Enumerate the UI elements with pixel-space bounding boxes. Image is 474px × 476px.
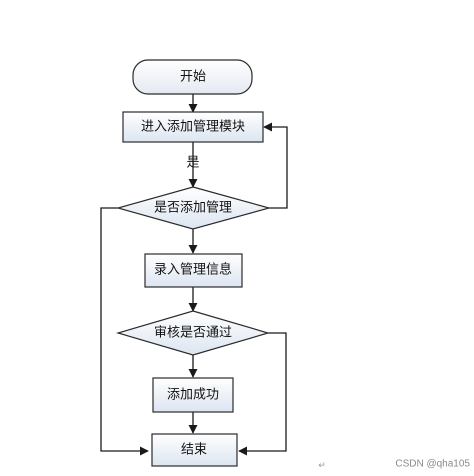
edge-label-yes: 是	[186, 156, 199, 171]
watermark-text: CSDN @qha105	[395, 459, 470, 470]
decision-review-label: 审核是否通过	[154, 326, 232, 341]
enter-module-node: 进入添加管理模块	[122, 111, 264, 143]
edge-decision-add-no-to-end	[100, 207, 149, 456]
add-success-node: 添加成功	[152, 377, 234, 413]
enter-module-label: 进入添加管理模块	[141, 120, 245, 135]
decision-add-node: 是否添加管理	[115, 186, 272, 230]
return-mark: ↵	[318, 461, 326, 471]
decision-add-label: 是否添加管理	[154, 201, 232, 216]
input-info-label: 录入管理信息	[154, 262, 232, 278]
end-label: 结束	[181, 443, 207, 458]
end-node: 结束	[151, 433, 238, 467]
decision-review-node: 审核是否通过	[115, 310, 271, 356]
input-info-node: 录入管理信息	[144, 253, 243, 288]
add-success-label: 添加成功	[167, 388, 219, 403]
start-label: 开始	[180, 70, 206, 85]
edge-decision-review-fail-to-end	[238, 332, 287, 456]
edge-decision-add-loop-back	[263, 122, 288, 209]
start-node: 开始	[132, 59, 253, 95]
